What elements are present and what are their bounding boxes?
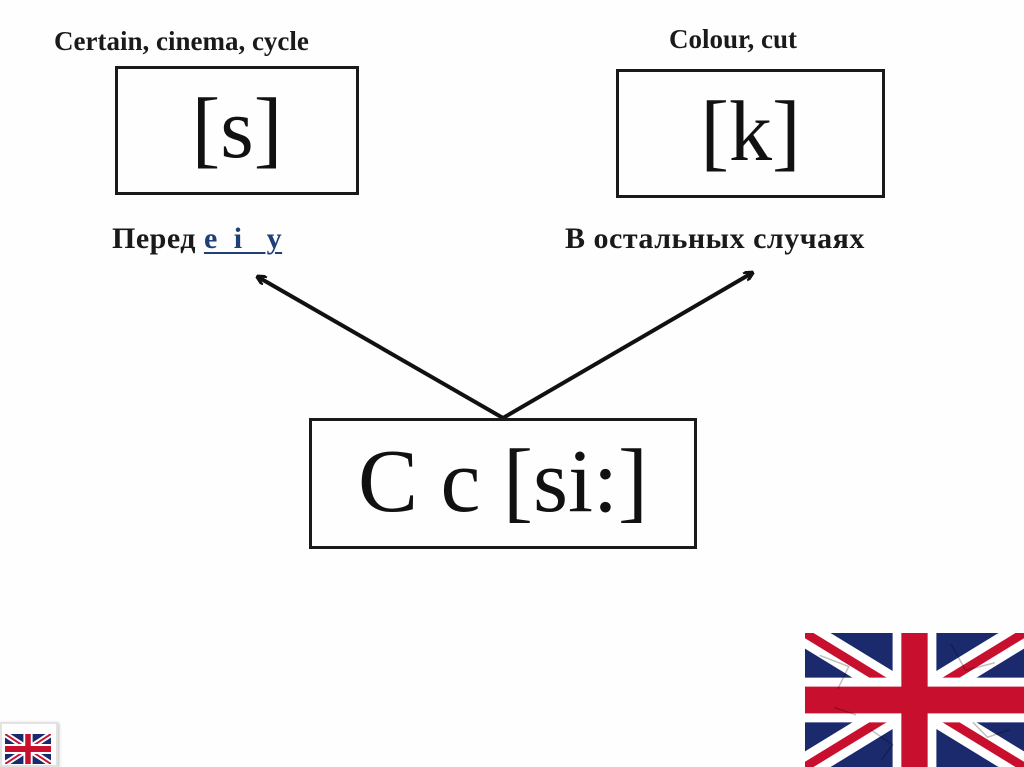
sound-s-label: [s] [191, 79, 283, 176]
rule-before-eiy: Перед e i y [112, 222, 282, 256]
arrow-to-s [258, 277, 504, 420]
arrow-to-k [501, 273, 752, 420]
examples-s-caption: Certain, cinema, cycle [54, 26, 309, 56]
sound-k-label: [k] [700, 82, 801, 179]
union-jack-flag-icon [5, 734, 51, 764]
union-jack-flag-icon [805, 633, 1024, 767]
letter-c-label: C c [si:] [358, 431, 648, 531]
letter-c-box: C c [si:] [309, 418, 697, 549]
small-flag-thumbnail[interactable] [0, 722, 58, 767]
examples-k-caption: Colour, cut [669, 24, 798, 54]
rule-prefix: Перед [112, 222, 204, 255]
sound-k-box: [k] [616, 69, 885, 198]
vowel-letters-link[interactable]: e i y [203, 222, 283, 255]
sound-s-box: [s] [115, 66, 359, 195]
rule-other-cases: В остальных случаях [565, 222, 865, 255]
